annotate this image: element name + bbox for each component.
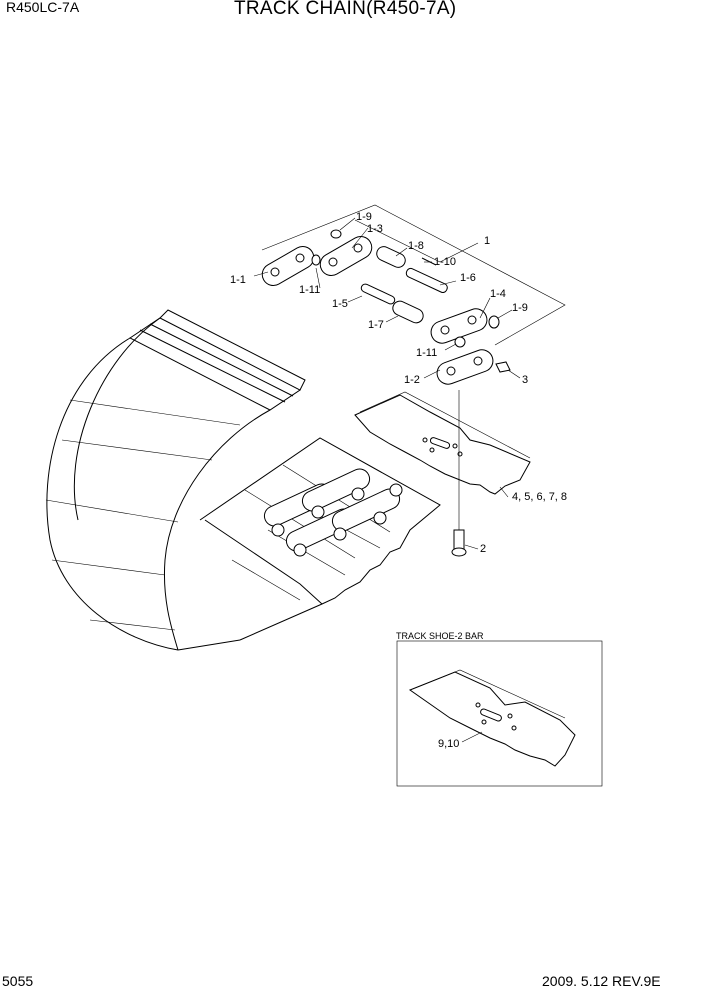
- page-title: TRACK CHAIN(R450-7A): [234, 0, 457, 19]
- inset-title: TRACK SHOE-2 BAR: [396, 631, 484, 641]
- callout-1-7: 1-7: [368, 319, 384, 331]
- callout-1-11-lower: 1-11: [416, 347, 437, 359]
- callout-1-9-lower: 1-9: [512, 302, 528, 314]
- callout-1-5: 1-5: [332, 298, 348, 310]
- callout-1-9-upper: 1-9: [356, 211, 372, 223]
- callout-1-8: 1-8: [408, 240, 424, 252]
- inset-track-shoe-2-bar: TRACK SHOE-2 BAR 9,10: [396, 631, 603, 787]
- page-number: 5055: [2, 973, 34, 989]
- leader-lines: [253, 217, 521, 550]
- callout-9-10: 9,10: [438, 738, 459, 750]
- callout-1-1: 1-1: [230, 274, 246, 286]
- callout-1: 1: [484, 235, 490, 247]
- callout-labels: 1 1-1 1-2 1-3 1-4 1-5 1-6 1-7 1-8 1-9 1-…: [230, 211, 567, 555]
- callout-1-4: 1-4: [490, 288, 506, 300]
- model-label: R450LC-7A: [6, 0, 80, 15]
- callout-1-6: 1-6: [460, 272, 476, 284]
- track-belt-illustration: [45, 309, 441, 651]
- callout-1-2: 1-2: [404, 374, 420, 386]
- callout-1-11-upper: 1-11: [299, 284, 320, 296]
- link-assembly-parts: [261, 204, 566, 557]
- revision-date: 2009. 5.12 REV.9E: [542, 973, 661, 989]
- callout-4-5-6-7-8: 4, 5, 6, 7, 8: [512, 491, 567, 503]
- callout-3: 3: [522, 374, 528, 386]
- callout-1-10: 1-10: [434, 256, 456, 268]
- callout-1-3: 1-3: [367, 223, 383, 235]
- callout-2: 2: [480, 543, 486, 555]
